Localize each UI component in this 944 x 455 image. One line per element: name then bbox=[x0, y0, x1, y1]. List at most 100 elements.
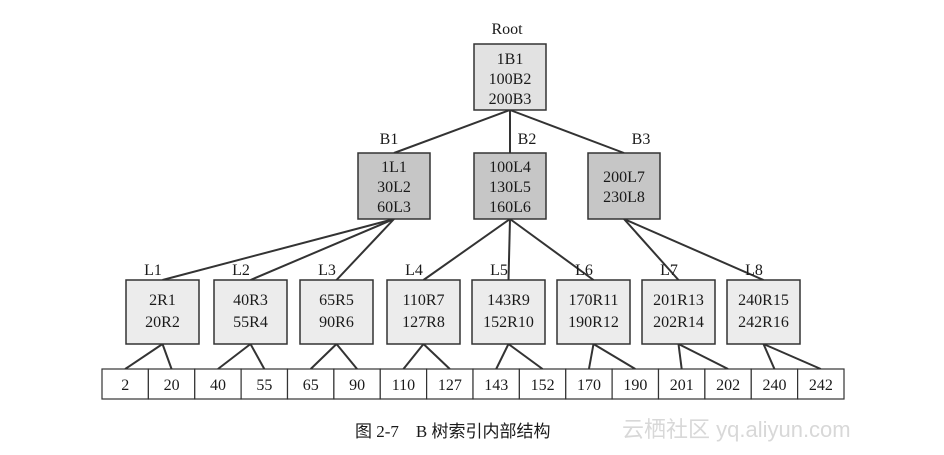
record-cell: 170 bbox=[565, 368, 613, 400]
record-cell: 190 bbox=[611, 368, 660, 400]
leaf-node-l4-entry: 110R7 bbox=[402, 292, 444, 309]
edge-leaf-record-3 bbox=[217, 343, 252, 370]
leaf-node-l4-label: L4 bbox=[405, 262, 423, 279]
record-value: 201 bbox=[670, 377, 694, 394]
leaf-node-l6-box bbox=[556, 279, 631, 345]
record-cell-box bbox=[101, 368, 149, 400]
edge-leaf-record-12 bbox=[592, 343, 636, 370]
record-cell: 152 bbox=[518, 368, 567, 400]
edge-branch-leaf-3 bbox=[335, 218, 395, 281]
record-value: 55 bbox=[256, 377, 272, 394]
branch-node-b1-entry: 30L2 bbox=[377, 179, 411, 196]
root-node-entry: 200B3 bbox=[489, 91, 532, 108]
record-row: 2 20 40 55 65 90 110 127 143 152 170 190 201 202 240 24… bbox=[101, 368, 845, 400]
root-node-box bbox=[473, 43, 547, 111]
leaf-node-l5-box bbox=[471, 279, 546, 345]
record-cell-box bbox=[518, 368, 567, 400]
record-value: 20 bbox=[164, 377, 180, 394]
edge-leaf-record-11 bbox=[587, 343, 595, 370]
edge-branch-leaf-2 bbox=[250, 218, 395, 281]
leaf-node-l6-entry: 190R12 bbox=[568, 314, 619, 331]
edge-branch-leaf-5 bbox=[507, 218, 511, 281]
edge-leaf-record-9 bbox=[495, 343, 510, 370]
leaf-node-l7-entry: 202R14 bbox=[653, 314, 704, 331]
record-cell-box bbox=[565, 368, 613, 400]
record-cell-box bbox=[657, 368, 706, 400]
leaf-node-l8-entry: 240R15 bbox=[738, 292, 789, 309]
leaf-node-l1-entry: 2R1 bbox=[149, 292, 176, 309]
branch-node-b2-label: B2 bbox=[518, 131, 537, 148]
record-cell-box bbox=[147, 368, 196, 400]
branch-node-b2-box bbox=[473, 152, 547, 220]
edge-leaf-record-14 bbox=[678, 343, 729, 370]
record-cell-box bbox=[286, 368, 335, 400]
record-cell-box bbox=[704, 368, 752, 400]
record-cell: 40 bbox=[194, 368, 242, 400]
record-value: 170 bbox=[577, 377, 601, 394]
record-value: 40 bbox=[210, 377, 226, 394]
leaf-node-l4-box bbox=[386, 279, 461, 345]
record-value: 2 bbox=[121, 377, 129, 394]
leaf-node-l1-label: L1 bbox=[144, 262, 162, 279]
leaf-node-l5-entry: 143R9 bbox=[487, 292, 530, 309]
branch-node-b1: B1 1L1 30L2 60L3 bbox=[357, 131, 431, 220]
root-node-entry: 1B1 bbox=[497, 51, 524, 68]
leaf-node-l7-entry: 201R13 bbox=[653, 292, 704, 309]
leaf-node-l7-label: L7 bbox=[660, 262, 678, 279]
edge-branch-leaf-8 bbox=[623, 218, 764, 281]
edge-branch-leaf-6 bbox=[509, 218, 595, 281]
leaf-node-l2-label: L2 bbox=[232, 262, 250, 279]
record-value: 242 bbox=[809, 377, 833, 394]
branch-node-b1-entry: 1L1 bbox=[381, 159, 407, 176]
record-value: 143 bbox=[484, 377, 508, 394]
record-cell: 65 bbox=[286, 368, 335, 400]
edge-leaf-record-1 bbox=[124, 343, 164, 370]
leaf-node-l6-label: L6 bbox=[575, 262, 593, 279]
edge-leaf-record-8 bbox=[422, 343, 451, 370]
watermark: 云栖社区 yq.aliyun.com bbox=[622, 417, 851, 442]
leaf-node-l5-entry: 152R10 bbox=[483, 314, 534, 331]
branch-node-b2-entry: 100L4 bbox=[489, 159, 531, 176]
branch-node-b2-entry: 130L5 bbox=[489, 179, 531, 196]
edge-root-branch-1 bbox=[393, 109, 511, 154]
branch-node-b1-label: B1 bbox=[380, 131, 399, 148]
record-value: 190 bbox=[623, 377, 647, 394]
edge-leaf-record-13 bbox=[677, 343, 683, 370]
branch-node-b3-entry: 230L8 bbox=[603, 189, 645, 206]
record-cell: 242 bbox=[797, 368, 845, 400]
figure-caption: 图 2-7 B 树索引内部结构 bbox=[355, 422, 551, 441]
record-cell-box bbox=[750, 368, 799, 400]
tree-edges bbox=[124, 109, 822, 370]
leaf-node-l1: L1 2R1 20R2 bbox=[125, 262, 200, 345]
record-cell-box bbox=[240, 368, 289, 400]
edge-leaf-record-6 bbox=[335, 343, 358, 370]
record-cell: 240 bbox=[750, 368, 799, 400]
leaf-node-l5-label: L5 bbox=[490, 262, 508, 279]
leaf-node-l3-entry: 90R6 bbox=[319, 314, 354, 331]
record-cell: 127 bbox=[426, 368, 474, 400]
record-cell: 143 bbox=[472, 368, 520, 400]
root-node-entry: 100B2 bbox=[489, 71, 532, 88]
leaf-node-l2-entry: 40R3 bbox=[233, 292, 268, 309]
edge-leaf-record-4 bbox=[249, 343, 266, 370]
leaf-node-l4-entry: 127R8 bbox=[402, 314, 445, 331]
leaf-node-l1-entry: 20R2 bbox=[145, 314, 180, 331]
branch-node-b1-box bbox=[357, 152, 431, 220]
record-value: 90 bbox=[349, 377, 365, 394]
branch-node-b3-box bbox=[587, 152, 661, 220]
record-value: 65 bbox=[303, 377, 319, 394]
leaf-node-l2-entry: 55R4 bbox=[233, 314, 268, 331]
record-value: 110 bbox=[392, 377, 415, 394]
branch-node-b3-entry: 200L7 bbox=[603, 169, 645, 186]
record-value: 240 bbox=[762, 377, 786, 394]
branch-node-b1-entry: 60L3 bbox=[377, 199, 411, 216]
leaf-node-l3-label: L3 bbox=[318, 262, 336, 279]
edge-branch-leaf-4 bbox=[422, 218, 511, 281]
record-cell: 202 bbox=[704, 368, 752, 400]
